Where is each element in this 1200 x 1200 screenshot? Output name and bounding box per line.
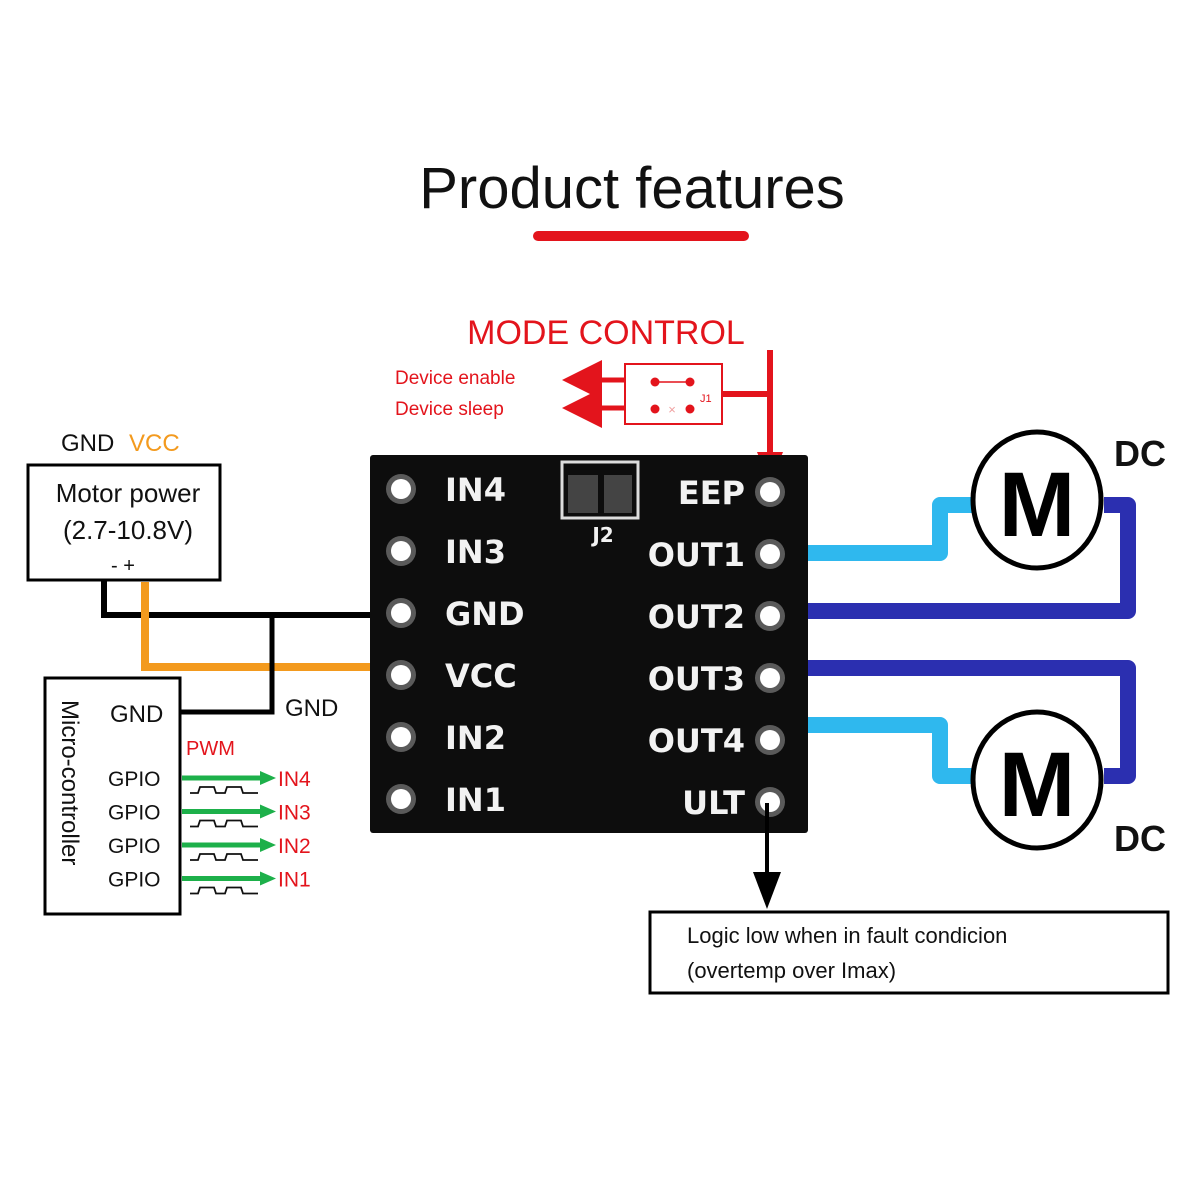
motor-symbol: M bbox=[999, 454, 1076, 556]
open-jumper-x-icon: × bbox=[668, 402, 676, 417]
motor-bottom: M DC bbox=[970, 709, 1166, 859]
motor-power-range: (2.7-10.8V) bbox=[63, 515, 193, 545]
pin-hole bbox=[760, 482, 780, 502]
vcc-wire bbox=[141, 582, 372, 671]
gpio-arrow-icon bbox=[260, 871, 276, 886]
page-title: Product features bbox=[419, 156, 845, 221]
pin-label: OUT3 bbox=[648, 660, 745, 698]
device-sleep-label[interactable]: Device sleep bbox=[395, 399, 504, 420]
microcontroller-name: Micro-controller bbox=[56, 700, 83, 865]
gnd-wire bbox=[101, 580, 372, 618]
pin-label: IN2 bbox=[445, 719, 506, 757]
motor-power-title: Motor power bbox=[56, 478, 201, 508]
gpio-label: GPIO bbox=[108, 768, 161, 791]
pin-label: EEP bbox=[678, 474, 745, 512]
pwm-label: PWM bbox=[186, 738, 235, 760]
mode-jumper-j1: × J1 bbox=[624, 363, 723, 425]
motor-top: M DC bbox=[970, 429, 1166, 571]
mode-control-heading: MODE CONTROL bbox=[467, 314, 745, 352]
out3-wire bbox=[808, 660, 1136, 784]
mcu-gnd-wire bbox=[180, 615, 275, 715]
pin-hole bbox=[760, 544, 780, 564]
gpio-target-label: IN1 bbox=[278, 869, 311, 892]
ult-arrow-icon bbox=[753, 872, 781, 909]
gpio-arrow-icon bbox=[260, 838, 276, 852]
jumper-label: J1 bbox=[700, 393, 712, 405]
gpio-label: GPIO bbox=[108, 802, 161, 825]
motor-power-box bbox=[26, 463, 222, 582]
pin-hole bbox=[760, 606, 780, 626]
pin-label: IN1 bbox=[445, 781, 506, 819]
out2-wire bbox=[808, 497, 1136, 619]
gnd-wire-label: GND bbox=[285, 695, 338, 722]
pin-hole bbox=[760, 792, 780, 812]
fault-note-line2: (overtemp over Imax) bbox=[687, 958, 896, 983]
fault-note-line1: Logic low when in fault condicion bbox=[687, 923, 1007, 948]
gpio-target-label: IN3 bbox=[278, 802, 311, 825]
pwm-waveform-icon bbox=[190, 886, 258, 895]
pin-hole bbox=[391, 727, 411, 747]
pwm-waveform-icon bbox=[190, 786, 258, 794]
title-underline bbox=[533, 231, 749, 241]
pin-label: IN3 bbox=[445, 533, 506, 571]
pin-hole bbox=[391, 665, 411, 685]
pin-label: ULT bbox=[682, 784, 745, 822]
gpio-target-label: IN2 bbox=[278, 835, 311, 858]
jumper-pin bbox=[685, 404, 695, 414]
pin-hole bbox=[391, 603, 411, 623]
microcontroller-box bbox=[43, 676, 182, 916]
pin-label: VCC bbox=[445, 657, 517, 695]
motor-type-label: DC bbox=[1114, 433, 1166, 474]
pin-label: GND bbox=[445, 595, 525, 633]
fault-note-box bbox=[648, 910, 1170, 995]
pin-label: OUT2 bbox=[648, 598, 745, 636]
j2-label: J2 bbox=[590, 523, 613, 547]
motor-symbol: M bbox=[999, 734, 1076, 836]
driver-board bbox=[370, 455, 808, 833]
gpio-arrow-icon bbox=[260, 771, 276, 785]
mcu-gnd-label: GND bbox=[110, 701, 163, 728]
pin-hole bbox=[391, 541, 411, 561]
gpio-arrow-icon bbox=[260, 804, 276, 819]
pin-hole bbox=[760, 668, 780, 688]
out4-wire bbox=[808, 717, 972, 784]
pin-label: IN4 bbox=[445, 471, 506, 509]
power-vcc-label: VCC bbox=[129, 430, 180, 457]
motor-power-polarity: - + bbox=[111, 555, 135, 577]
pin-hole bbox=[391, 479, 411, 499]
gpio-label: GPIO bbox=[108, 835, 161, 858]
out1-wire bbox=[808, 497, 972, 561]
pin-label: OUT1 bbox=[648, 536, 745, 574]
power-gnd-label: GND bbox=[61, 430, 114, 457]
pin-hole bbox=[391, 789, 411, 809]
pin-hole bbox=[760, 730, 780, 750]
device-enable-label[interactable]: Device enable bbox=[395, 368, 515, 389]
gpio-target-label: IN4 bbox=[278, 768, 311, 791]
pwm-waveform-icon bbox=[190, 853, 258, 861]
motor-type-label: DC bbox=[1114, 818, 1166, 859]
gpio-label: GPIO bbox=[108, 869, 161, 892]
pwm-waveform-icon bbox=[190, 819, 258, 828]
jumper-j2: J2 bbox=[560, 460, 640, 547]
jumper-pin bbox=[650, 404, 660, 414]
pin-label: OUT4 bbox=[648, 722, 745, 760]
